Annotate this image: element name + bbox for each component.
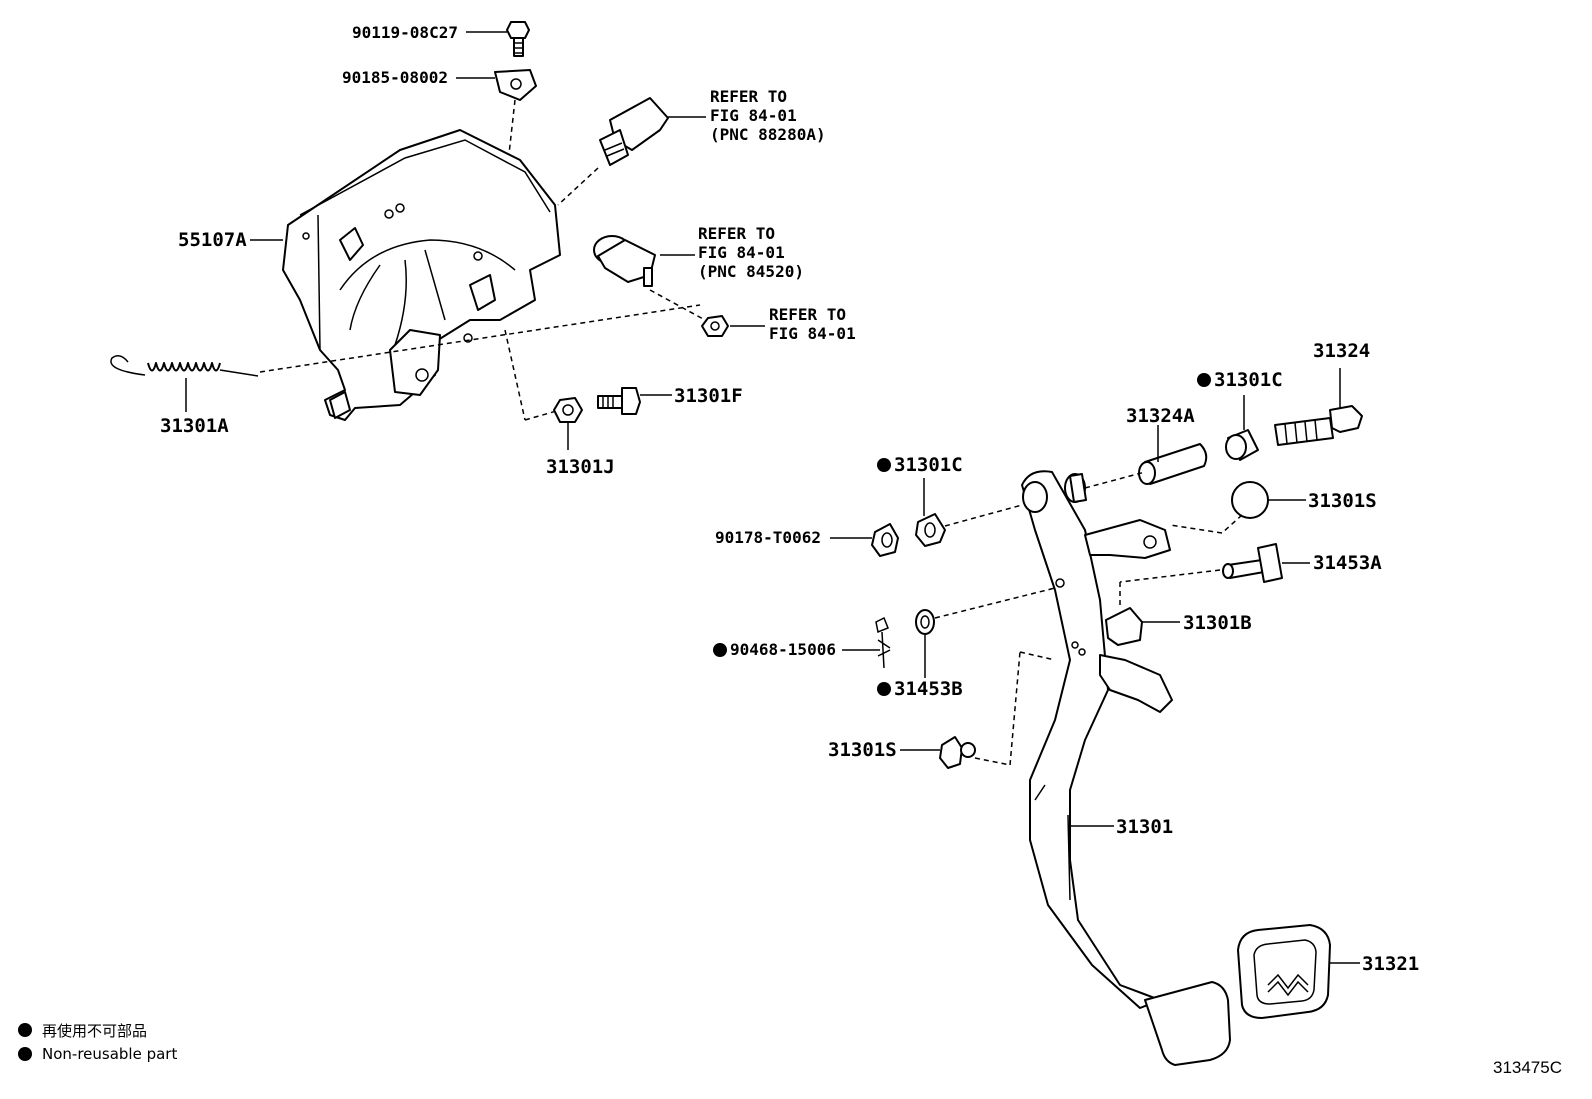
nut-90185-08002 — [494, 69, 537, 101]
legend-text-jp: 再使用不可部品 — [42, 1021, 148, 1040]
clevis-pin-31453a — [1222, 543, 1283, 583]
label-31301a: 31301A — [160, 415, 229, 437]
pedal-position-sensor — [593, 235, 656, 287]
stop-lamp-switch — [599, 97, 669, 166]
pedal-pad-31321 — [1237, 924, 1331, 1019]
ref1-line3: (PNC 88280A) — [710, 125, 826, 144]
bolt-31324 — [1274, 405, 1363, 446]
legend-row-en: Non-reusable part — [18, 1042, 177, 1066]
ref1-line2: FIG 84-01 — [710, 106, 797, 125]
return-spring-31301a — [110, 355, 259, 377]
bushing-31301c-top — [1225, 429, 1259, 461]
ref1-line1: REFER TO — [710, 87, 787, 106]
bolt-90119-08c27 — [506, 21, 530, 57]
non-reusable-dot-icon — [18, 1023, 32, 1037]
legend: 再使用不可部品 Non-reusable part — [18, 1018, 177, 1066]
cushion-31301b — [1105, 607, 1143, 646]
refer-to-note-2: REFER TO FIG 84-01 (PNC 84520) — [698, 224, 804, 281]
label-31453b: 31453B — [894, 678, 963, 700]
stopper-31301s-top — [1231, 481, 1269, 519]
label-31301f: 31301F — [674, 385, 743, 407]
label-31321: 31321 — [1362, 953, 1419, 975]
bushing-31301c-mid — [915, 513, 946, 547]
ref2-line2: FIG 84-01 — [698, 243, 785, 262]
refer-to-note-1: REFER TO FIG 84-01 (PNC 88280A) — [710, 87, 826, 144]
label-31324: 31324 — [1313, 340, 1370, 362]
label-90185-08002: 90185-08002 — [342, 68, 448, 87]
label-31301: 31301 — [1116, 816, 1173, 838]
label-90119-08c27: 90119-08C27 — [352, 23, 458, 42]
label-31301c-top: 31301C — [1214, 369, 1283, 391]
nut-31301j — [553, 397, 583, 423]
ref2-line1: REFER TO — [698, 224, 775, 243]
legend-row-jp: 再使用不可部品 — [18, 1018, 177, 1042]
non-reusable-dot-icon — [18, 1047, 32, 1061]
non-reusable-marker — [1197, 373, 1211, 387]
label-90468-15006: 90468-15006 — [730, 640, 836, 659]
non-reusable-marker — [877, 682, 891, 696]
non-reusable-marker — [713, 643, 727, 657]
legend-text-en: Non-reusable part — [42, 1045, 178, 1063]
brake-pedal-arm-31301 — [1021, 470, 1231, 1066]
pedal-bracket-55107a — [282, 129, 561, 421]
non-reusable-marker — [877, 458, 891, 472]
stopper-31301s-bot — [939, 736, 976, 769]
label-31301b: 31301B — [1183, 612, 1252, 634]
collar-31324a — [1138, 443, 1208, 485]
ref2-line3: (PNC 84520) — [698, 262, 804, 281]
label-55107a: 55107A — [178, 229, 247, 251]
label-31301s-bot: 31301S — [828, 739, 897, 761]
label-90178-t0062: 90178-T0062 — [715, 528, 821, 547]
label-31324a: 31324A — [1126, 405, 1195, 427]
bushing-31453b — [915, 609, 935, 635]
clip-90468-15006 — [875, 616, 891, 669]
label-31301c-mid: 31301C — [894, 454, 963, 476]
sensor-nut — [701, 315, 729, 337]
bolt-31301f — [597, 387, 641, 415]
bushing-90178-t0062 — [871, 523, 899, 557]
label-31301j: 31301J — [546, 456, 615, 478]
label-31301s-top: 31301S — [1308, 490, 1377, 512]
label-31453a: 31453A — [1313, 552, 1382, 574]
figure-code: 313475C — [1492, 1058, 1562, 1077]
ref3-line1: REFER TO — [769, 305, 846, 324]
ref3-line2: FIG 84-01 — [769, 324, 856, 343]
refer-to-note-3: REFER TO FIG 84-01 — [769, 305, 856, 343]
